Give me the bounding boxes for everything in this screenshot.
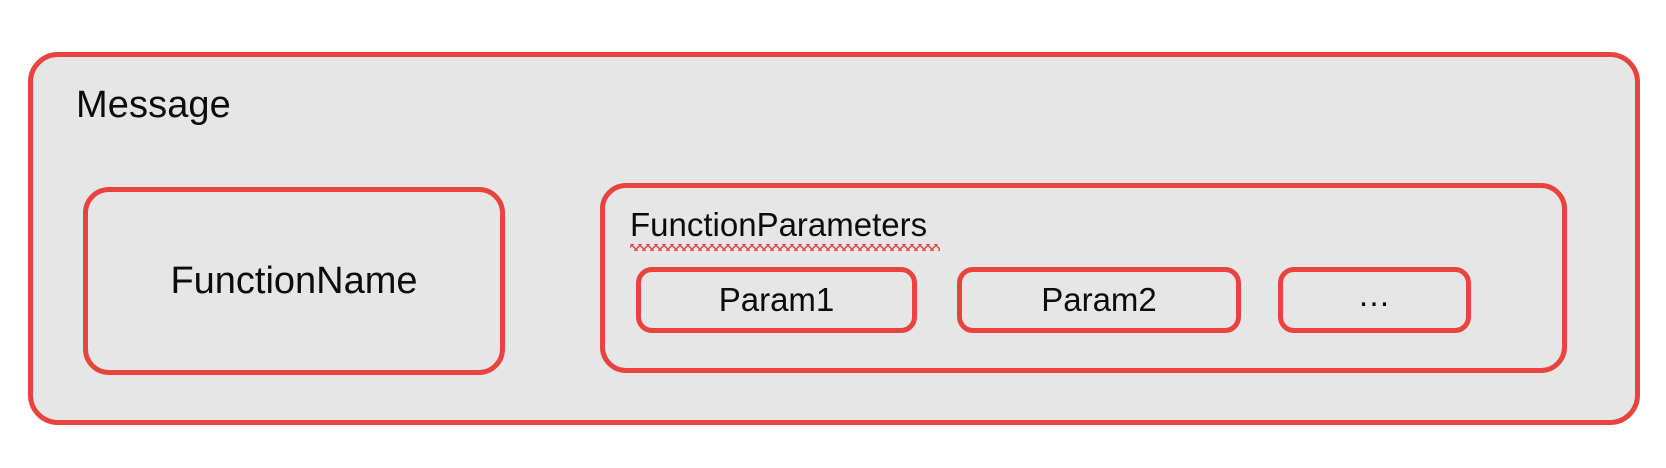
parameter-chip-ellipsis[interactable]: … — [1278, 267, 1471, 333]
function-parameters-box[interactable]: FunctionParameters Param1 Param2 … — [600, 183, 1567, 373]
parameter-chip-2[interactable]: Param2 — [957, 267, 1241, 333]
function-parameters-label: FunctionParameters — [630, 206, 928, 243]
message-title-label: Message — [76, 84, 231, 126]
function-name-label: FunctionName — [170, 260, 418, 302]
parameter-chip-row: Param1 Param2 … — [636, 267, 1471, 333]
message-container-box[interactable]: FunctionName FunctionParameters Param1 P… — [28, 52, 1640, 425]
parameter-chip-1[interactable]: Param1 — [636, 267, 917, 333]
function-name-box[interactable]: FunctionName — [83, 187, 505, 375]
spellcheck-squiggle-underline — [630, 244, 940, 251]
